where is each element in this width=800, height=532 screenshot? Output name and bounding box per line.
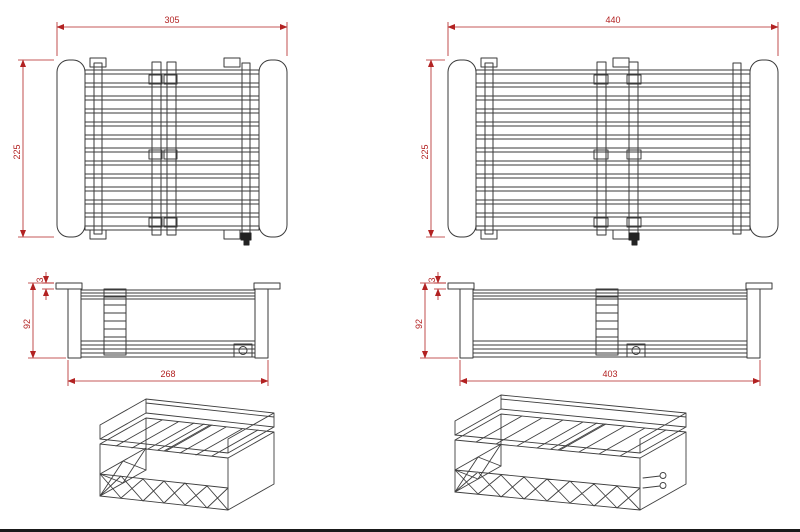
end-handles [99, 398, 275, 454]
front-lattice [454, 469, 641, 511]
top-view-extended-part [447, 57, 779, 246]
front-view-compact: 3 92 268 [22, 272, 281, 386]
isometric-view-extended [454, 394, 687, 511]
bottom-clip-right [612, 229, 630, 240]
front-extended-lip-label: 3 [427, 277, 437, 282]
top-clip-right [223, 57, 241, 68]
rods [84, 69, 260, 231]
bottom-clip-right [223, 229, 241, 240]
left-hanger-plate [459, 288, 474, 359]
center-bracket-strip [550, 422, 607, 451]
top-view-compact-part [56, 57, 288, 246]
left-support-bar [93, 62, 103, 235]
right-hook-lip [745, 282, 773, 290]
isometric-view-compact [99, 398, 275, 511]
left-hook-lip [55, 282, 83, 290]
right-hanger-plate [746, 288, 761, 359]
basket-frame [454, 408, 687, 511]
end-lattice [99, 447, 147, 497]
right-support-bar [732, 62, 742, 235]
drain-knob-front [233, 343, 253, 358]
slide-bracket-side [103, 288, 127, 356]
top-rods [475, 415, 667, 457]
top-rail-rods [80, 289, 256, 300]
image-bottom-edge [0, 529, 800, 532]
top-extended-width-label: 440 [605, 15, 620, 25]
front-lattice [99, 473, 229, 511]
drain-knob-front [626, 343, 646, 358]
front-compact-width-label: 268 [160, 369, 175, 379]
center-slide-bracket [148, 61, 178, 236]
left-hook-lip [447, 282, 475, 290]
top-compact-width-label: 305 [164, 15, 179, 25]
top-view-extended-dimensions: 440 225 [420, 15, 779, 238]
right-end-cap [749, 59, 779, 238]
front-extended-height-label: 92 [414, 319, 424, 329]
top-clip-right [612, 57, 630, 68]
right-end-cap [258, 59, 288, 238]
top-clip-left [89, 57, 107, 68]
bottom-clip-left [480, 229, 498, 240]
top-clip-left [480, 57, 498, 68]
front-view-compact-dimensions: 3 92 268 [22, 272, 269, 386]
top-extended-height-label: 225 [420, 144, 430, 159]
front-compact-lip-label: 3 [35, 277, 45, 282]
front-view-extended-part [447, 282, 773, 359]
top-rail-rods [472, 289, 748, 300]
left-end-cap [56, 59, 86, 238]
right-hanger-plate [254, 288, 269, 359]
end-handles [454, 394, 687, 454]
top-view-compact: 305 225 [12, 15, 288, 246]
left-hanger-plate [67, 288, 82, 359]
top-view-compact-dimensions: 305 225 [12, 15, 288, 238]
drain-knob [240, 232, 252, 246]
center-bracket-strip [157, 423, 213, 452]
top-rods [115, 419, 259, 457]
center-slide-bracket [593, 61, 642, 236]
extension-pegs [642, 472, 667, 489]
front-view-compact-part [55, 282, 281, 359]
front-extended-width-label: 403 [602, 369, 617, 379]
front-view-extended-dimensions: 3 92 403 [414, 272, 761, 386]
drain-knob [628, 232, 640, 246]
slide-bracket-side [595, 288, 619, 356]
bottom-clip-left [89, 229, 107, 240]
top-view-extended: 440 225 [420, 15, 779, 246]
end-lattice [454, 443, 502, 493]
front-compact-height-label: 92 [22, 319, 32, 329]
left-end-cap [447, 59, 477, 238]
front-view-extended: 3 92 403 [414, 272, 773, 386]
left-support-bar [484, 62, 494, 235]
top-compact-height-label: 225 [12, 144, 22, 159]
right-hook-lip [253, 282, 281, 290]
rods [475, 69, 751, 231]
